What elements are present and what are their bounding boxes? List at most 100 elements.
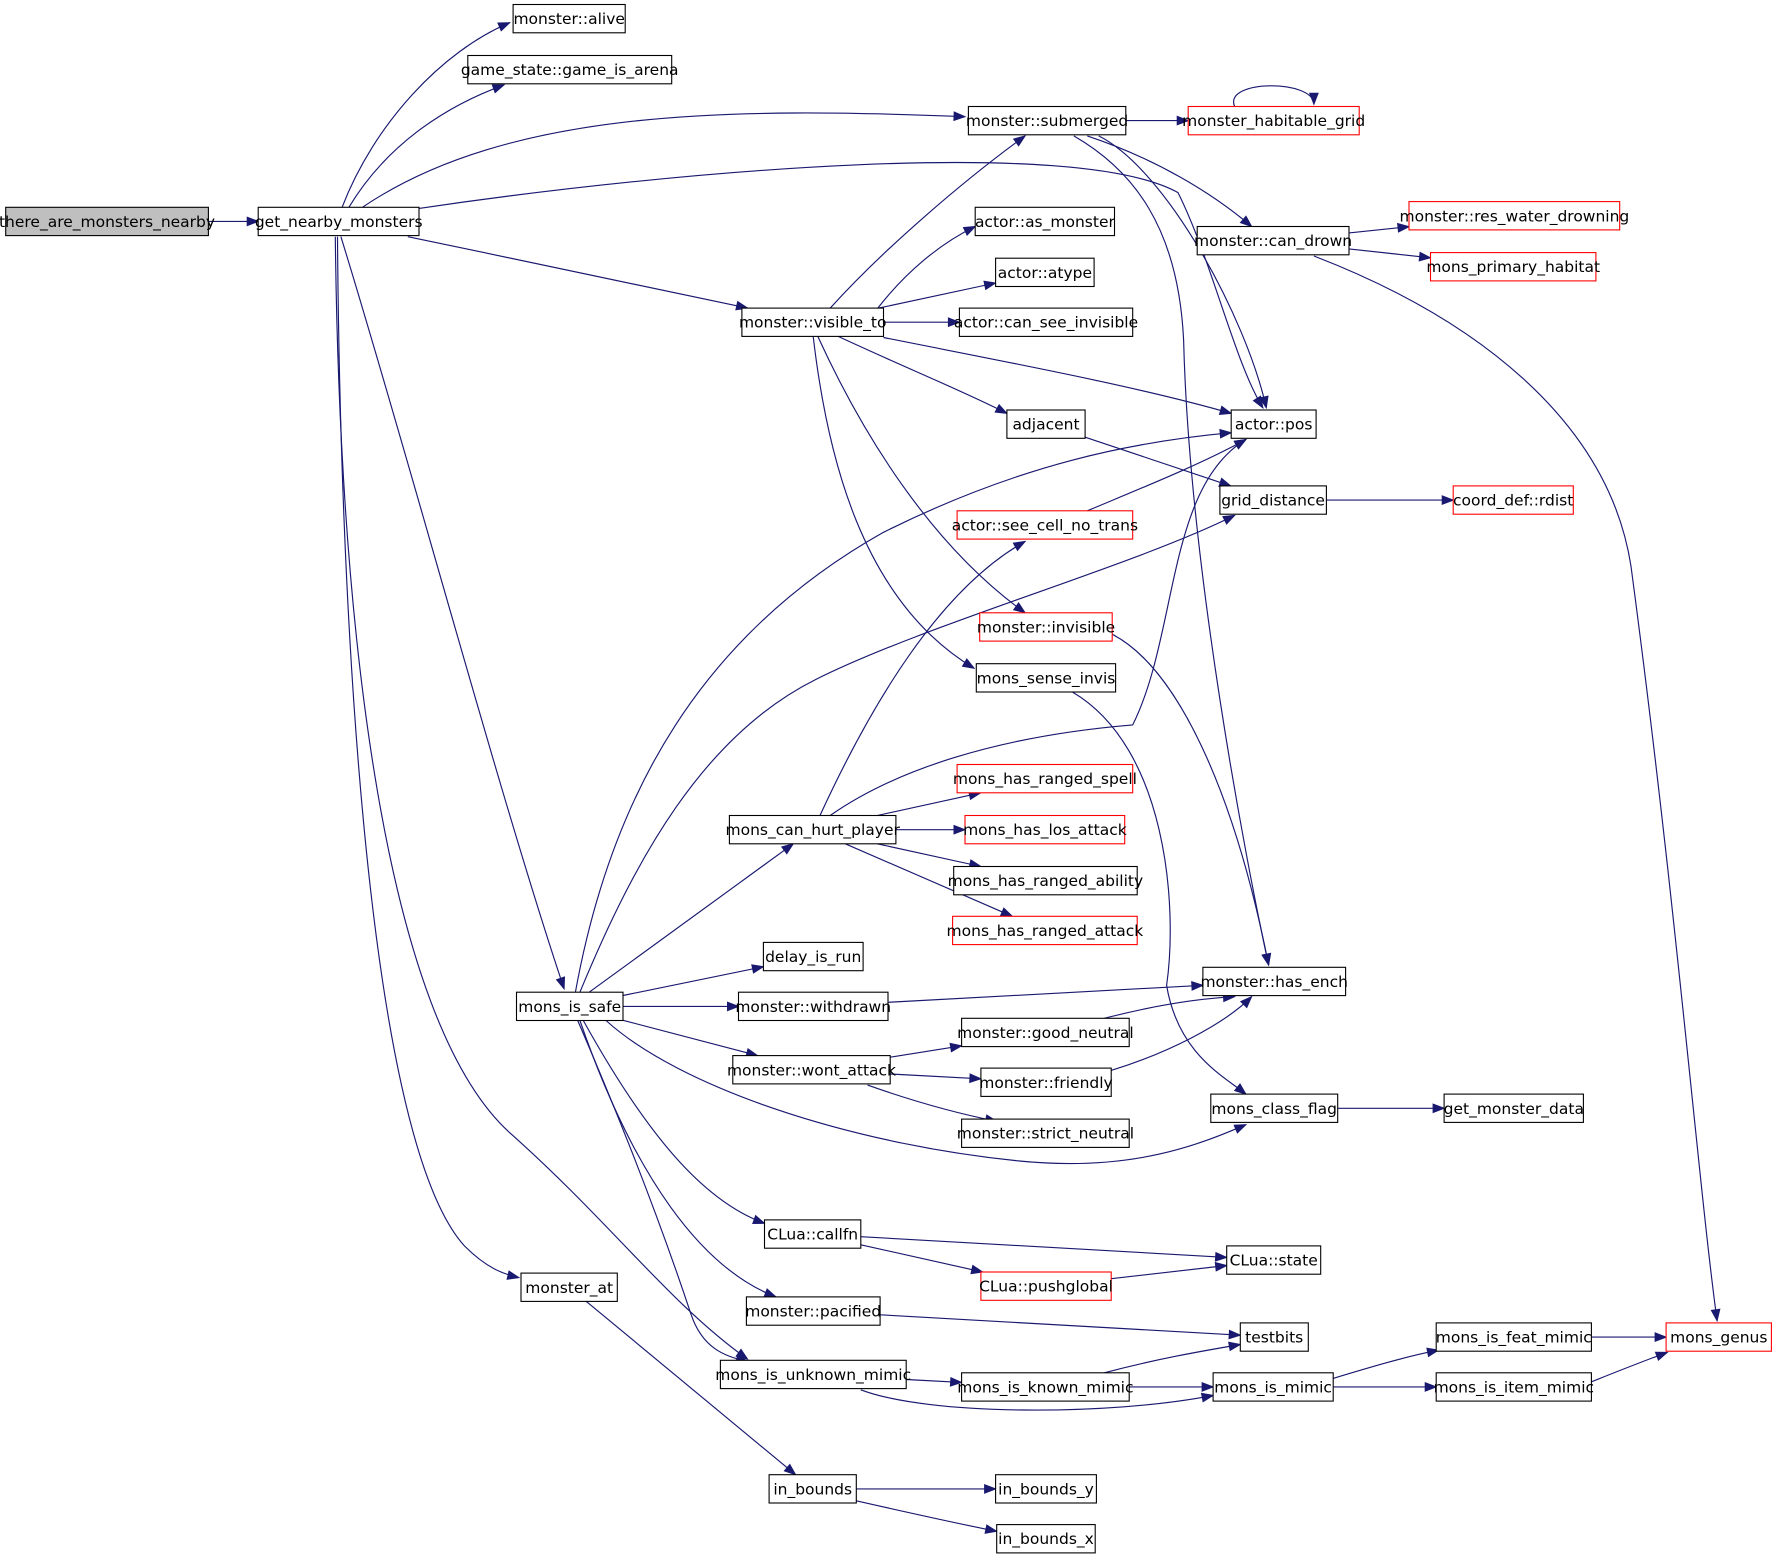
node-wont_attack[interactable]: monster::wont_attack bbox=[727, 1055, 896, 1085]
node-box-habitable_grid[interactable] bbox=[1187, 105, 1360, 136]
node-in_bounds[interactable]: in_bounds bbox=[768, 1474, 857, 1504]
node-box-submerged[interactable] bbox=[967, 105, 1127, 136]
node-box-in_bounds_y[interactable] bbox=[995, 1474, 1097, 1504]
node-box-get_monster_data[interactable] bbox=[1443, 1093, 1584, 1123]
node-has_ranged_ability[interactable]: mons_has_ranged_ability bbox=[948, 865, 1144, 896]
node-mons_is_mimic[interactable]: mons_is_mimic bbox=[1212, 1372, 1334, 1402]
node-box-monster_at[interactable] bbox=[520, 1272, 618, 1302]
node-strict_neutral[interactable]: monster::strict_neutral bbox=[957, 1118, 1134, 1148]
node-testbits[interactable]: testbits bbox=[1239, 1322, 1309, 1352]
node-box-unknown_mimic[interactable] bbox=[719, 1359, 907, 1390]
node-mons_genus[interactable]: mons_genus bbox=[1665, 1322, 1772, 1352]
node-box-can_drown[interactable] bbox=[1196, 225, 1350, 256]
node-box-item_mimic[interactable] bbox=[1435, 1372, 1592, 1402]
node-get_nearby_monsters[interactable]: get_nearby_monsters bbox=[255, 206, 423, 237]
node-box-mons_genus[interactable] bbox=[1665, 1322, 1772, 1352]
node-box-friendly[interactable] bbox=[980, 1067, 1112, 1097]
node-box-wont_attack[interactable] bbox=[732, 1055, 891, 1085]
node-good_neutral[interactable]: monster::good_neutral bbox=[957, 1017, 1134, 1048]
node-can_hurt_player[interactable]: mons_can_hurt_player bbox=[725, 814, 901, 845]
node-box-atype[interactable] bbox=[995, 257, 1095, 288]
node-habitable_grid[interactable]: monster_habitable_grid bbox=[1182, 105, 1365, 136]
node-has_ranged_spell[interactable]: mons_has_ranged_spell bbox=[953, 763, 1137, 794]
node-box-as_monster[interactable] bbox=[974, 206, 1116, 237]
node-box-feat_mimic[interactable] bbox=[1435, 1322, 1592, 1352]
node-get_monster_data[interactable]: get_monster_data bbox=[1443, 1093, 1584, 1123]
node-box-known_mimic[interactable] bbox=[961, 1372, 1130, 1402]
node-known_mimic[interactable]: mons_is_known_mimic bbox=[957, 1372, 1134, 1402]
node-submerged[interactable]: monster::submerged bbox=[966, 105, 1128, 136]
node-visible_to[interactable]: monster::visible_to bbox=[739, 307, 887, 337]
node-box-can_see_invisible[interactable] bbox=[958, 307, 1134, 337]
node-box-good_neutral[interactable] bbox=[961, 1017, 1130, 1048]
node-unknown_mimic[interactable]: mons_is_unknown_mimic bbox=[715, 1359, 911, 1390]
node-box-there_are_monsters_nearby[interactable] bbox=[5, 206, 209, 237]
node-box-pacified[interactable] bbox=[745, 1296, 881, 1326]
node-can_drown[interactable]: monster::can_drown bbox=[1194, 225, 1352, 256]
node-atype[interactable]: actor::atype bbox=[995, 257, 1095, 288]
node-see_cell_no_trans[interactable]: actor::see_cell_no_trans bbox=[952, 510, 1138, 540]
node-has_ench[interactable]: monster::has_ench bbox=[1200, 966, 1348, 997]
node-pacified[interactable]: monster::pacified bbox=[745, 1296, 881, 1326]
node-box-monster_alive[interactable] bbox=[512, 3, 626, 34]
node-rdist[interactable]: coord_def::rdist bbox=[1452, 485, 1574, 515]
node-box-has_ranged_attack[interactable] bbox=[952, 915, 1138, 946]
node-box-mons_is_mimic[interactable] bbox=[1212, 1372, 1334, 1402]
node-box-sense_invis[interactable] bbox=[975, 663, 1117, 693]
node-callfn[interactable]: CLua::callfn bbox=[763, 1219, 862, 1249]
node-monster_at[interactable]: monster_at bbox=[520, 1272, 618, 1302]
node-box-visible_to[interactable] bbox=[741, 307, 885, 337]
node-box-has_ranged_ability[interactable] bbox=[953, 865, 1138, 896]
node-adjacent[interactable]: adjacent bbox=[1006, 409, 1086, 439]
node-box-mons_is_safe[interactable] bbox=[515, 991, 624, 1022]
node-mons_is_safe[interactable]: mons_is_safe bbox=[515, 991, 624, 1022]
node-withdrawn[interactable]: monster::withdrawn bbox=[735, 991, 891, 1022]
node-box-grid_distance[interactable] bbox=[1219, 485, 1327, 515]
node-grid_distance[interactable]: grid_distance bbox=[1219, 485, 1327, 515]
node-box-withdrawn[interactable] bbox=[737, 991, 889, 1022]
node-item_mimic[interactable]: mons_is_item_mimic bbox=[1434, 1372, 1594, 1402]
node-has_los_attack[interactable]: mons_has_los_attack bbox=[963, 814, 1127, 845]
node-box-see_cell_no_trans[interactable] bbox=[956, 510, 1134, 540]
node-box-callfn[interactable] bbox=[763, 1219, 862, 1249]
node-box-strict_neutral[interactable] bbox=[961, 1118, 1130, 1148]
node-box-in_bounds_x[interactable] bbox=[996, 1524, 1096, 1554]
node-feat_mimic[interactable]: mons_is_feat_mimic bbox=[1435, 1322, 1592, 1352]
node-box-adjacent[interactable] bbox=[1006, 409, 1086, 439]
node-friendly[interactable]: monster::friendly bbox=[979, 1067, 1113, 1097]
node-actor_pos[interactable]: actor::pos bbox=[1230, 409, 1317, 439]
node-box-primary_habitat[interactable] bbox=[1429, 252, 1597, 282]
node-has_ranged_attack[interactable]: mons_has_ranged_attack bbox=[947, 915, 1144, 946]
node-res_water_drowning[interactable]: monster::res_water_drowning bbox=[1400, 201, 1630, 231]
node-in_bounds_x[interactable]: in_bounds_x bbox=[996, 1524, 1096, 1554]
node-box-clua_state[interactable] bbox=[1226, 1245, 1322, 1275]
node-as_monster[interactable]: actor::as_monster bbox=[974, 206, 1116, 237]
node-delay_is_run[interactable]: delay_is_run bbox=[762, 941, 864, 972]
node-class_flag[interactable]: mons_class_flag bbox=[1210, 1093, 1339, 1123]
node-can_see_invisible[interactable]: actor::can_see_invisible bbox=[954, 307, 1138, 337]
node-box-res_water_drowning[interactable] bbox=[1408, 201, 1621, 231]
node-box-rdist[interactable] bbox=[1452, 485, 1574, 515]
node-box-delay_is_run[interactable] bbox=[762, 941, 864, 972]
node-box-actor_pos[interactable] bbox=[1230, 409, 1317, 439]
node-box-has_los_attack[interactable] bbox=[964, 814, 1126, 845]
node-box-has_ranged_spell[interactable] bbox=[956, 763, 1134, 794]
node-clua_state[interactable]: CLua::state bbox=[1226, 1245, 1322, 1275]
node-box-game_is_arena[interactable] bbox=[467, 54, 673, 85]
node-box-invisible[interactable] bbox=[979, 612, 1113, 642]
node-primary_habitat[interactable]: mons_primary_habitat bbox=[1426, 252, 1600, 282]
node-in_bounds_y[interactable]: in_bounds_y bbox=[995, 1474, 1097, 1504]
node-game_is_arena[interactable]: game_state::game_is_arena bbox=[461, 54, 679, 85]
node-monster_alive[interactable]: monster::alive bbox=[512, 3, 626, 34]
node-there_are_monsters_nearby[interactable]: there_are_monsters_nearby bbox=[0, 206, 215, 237]
node-invisible[interactable]: monster::invisible bbox=[977, 612, 1115, 642]
node-box-get_nearby_monsters[interactable] bbox=[257, 206, 420, 237]
node-box-has_ench[interactable] bbox=[1202, 966, 1347, 997]
node-box-in_bounds[interactable] bbox=[768, 1474, 857, 1504]
node-pushglobal[interactable]: CLua::pushglobal bbox=[979, 1271, 1113, 1301]
node-box-testbits[interactable] bbox=[1239, 1322, 1309, 1352]
node-box-can_hurt_player[interactable] bbox=[728, 814, 897, 845]
node-box-class_flag[interactable] bbox=[1210, 1093, 1339, 1123]
node-sense_invis[interactable]: mons_sense_invis bbox=[975, 663, 1117, 693]
node-box-pushglobal[interactable] bbox=[980, 1271, 1112, 1301]
